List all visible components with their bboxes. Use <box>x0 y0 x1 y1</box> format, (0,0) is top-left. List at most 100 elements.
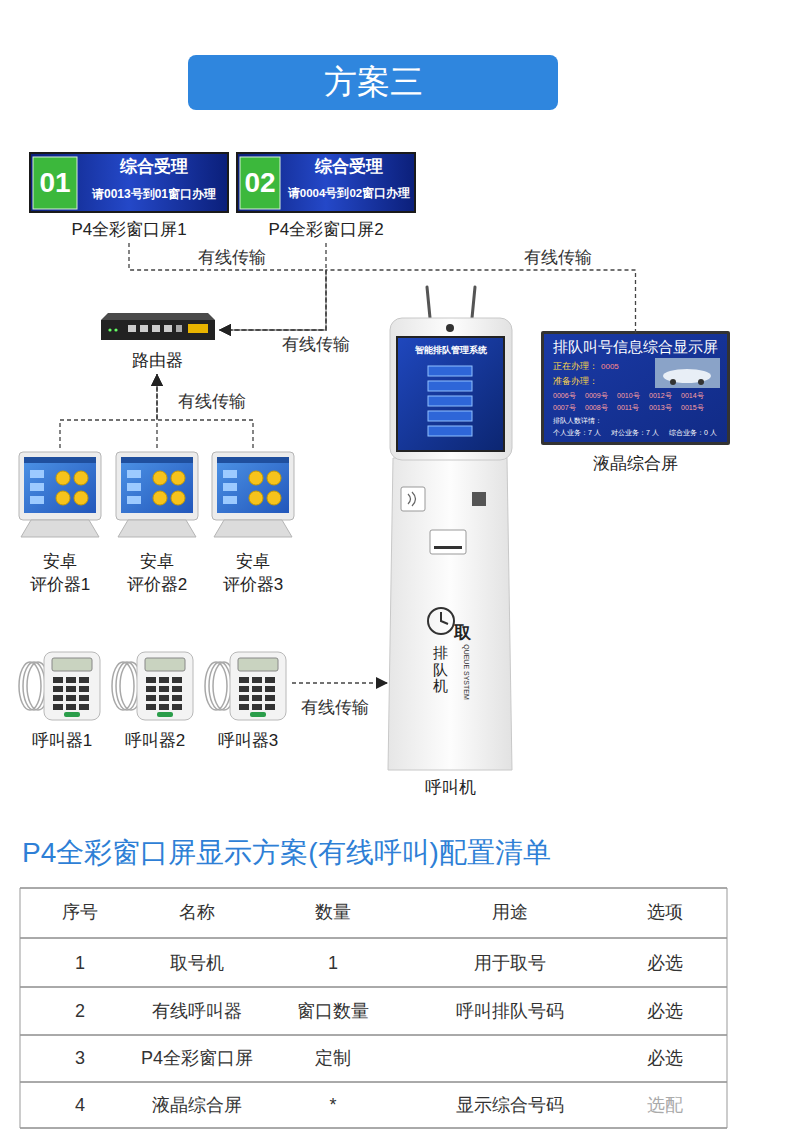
table-cell: P4全彩窗口屏 <box>141 1048 253 1070</box>
text-slot: 对公业务：7 人 <box>611 428 667 438</box>
kiosk-illustration <box>396 336 505 452</box>
node-label: 安卓 评价器2 <box>113 550 201 596</box>
node-text: 0015号 <box>681 403 713 413</box>
text-slot: 0015号 <box>681 403 713 413</box>
text-slot: 综合受理 <box>82 157 226 177</box>
table-cell: 窗口数量 <box>297 1001 369 1023</box>
kiosk-illustration <box>428 608 454 634</box>
lcd-screen-illustration <box>541 331 730 445</box>
node-text: 0012号 <box>649 391 681 401</box>
edge-label: 有线传输 <box>298 698 372 718</box>
node-text: 排队机 <box>433 645 448 695</box>
edge-label-holder: 有线传输 <box>175 392 249 412</box>
table-cell: 1 <box>328 953 338 975</box>
label-holder: 4 <box>75 1095 85 1117</box>
text-slot: 请0013号到01窗口办理 <box>82 187 226 201</box>
evaluator-tablets <box>19 452 101 537</box>
edge-label-holder: 有线传输 <box>298 698 372 718</box>
wired-connector <box>60 374 157 448</box>
table-grid <box>20 888 21 1128</box>
node-text: 排队叫号信息综合显示屏 <box>543 338 728 356</box>
text-slot: 正在办理： <box>553 361 603 372</box>
table-grid <box>20 1035 727 1036</box>
wired-connector <box>292 682 388 683</box>
node-area <box>18 648 106 722</box>
text-slot: 路由器 <box>99 350 215 372</box>
kiosk-illustration <box>472 492 486 506</box>
node-label: 液晶综合屏 <box>543 453 728 475</box>
label-holder: 用途 <box>492 902 528 924</box>
table-cell: 3 <box>75 1048 85 1070</box>
node-label: 呼叫器3 <box>204 730 292 752</box>
edge-label: 有线传输 <box>279 335 353 355</box>
kiosk-machine: 取排队机QUEUE SYSTEM呼叫机智能排队管理系统 <box>388 285 512 799</box>
lcd-overview-screen: 排队叫号信息综合显示屏正在办理：0005准备办理：0006号0009号0010号… <box>543 333 728 475</box>
text-slot: 排队机 <box>433 645 448 695</box>
kiosk-touch-screen: 智能排队管理系统 <box>398 338 503 450</box>
text-slot: 安卓 评价器1 <box>16 550 104 596</box>
node-label: 安卓 评价器1 <box>16 550 104 596</box>
router-illustration <box>152 325 160 332</box>
text-slot: 请0004号到02窗口办理 <box>285 187 413 201</box>
caller-keypads <box>19 652 100 720</box>
table-cell: * <box>329 1095 336 1117</box>
connector-group <box>60 243 636 683</box>
kiosk-illustration <box>446 324 454 332</box>
caller-keypads <box>112 652 193 720</box>
title-button <box>188 55 558 110</box>
title-button <box>188 55 558 110</box>
text-slot: 0005 <box>601 361 631 372</box>
node-text: 0011号 <box>617 403 649 413</box>
node-label: 呼叫器1 <box>18 730 106 752</box>
text-slot: 0011号 <box>617 403 649 413</box>
router-illustration <box>188 324 208 333</box>
text-slot: 0008号 <box>585 403 617 413</box>
kiosk-illustration <box>428 426 472 436</box>
table-grid <box>20 1128 727 1129</box>
node-text: 01 <box>33 157 77 209</box>
kiosk-illustration <box>427 287 430 318</box>
node-area <box>388 285 512 773</box>
label-holder: 定制 <box>315 1048 351 1070</box>
led-window-screen <box>237 153 415 212</box>
title-text: 方案三 <box>324 60 423 105</box>
table-grid <box>20 1082 727 1083</box>
kiosk-illustration <box>428 396 472 406</box>
label-holder: 1 <box>328 953 338 975</box>
node-text: 准备办理： <box>553 376 613 387</box>
text-slot: 0009号 <box>585 391 617 401</box>
text-slot: 0007号 <box>553 403 585 413</box>
router-illustration <box>164 325 172 332</box>
node-label: 安卓 评价器3 <box>209 550 297 596</box>
text-slot: 01 <box>33 157 77 209</box>
node-text: 0005 <box>601 361 631 372</box>
node-area <box>209 448 297 538</box>
router-illustration <box>101 313 215 320</box>
text-slot: 02 <box>240 157 280 209</box>
text-slot: 取 <box>454 624 476 641</box>
title-holder: 方案三 <box>188 55 558 110</box>
wired-connector <box>157 374 253 448</box>
caller-keypad: 呼叫器1 <box>18 648 106 752</box>
label-holder: 选配 <box>647 1095 683 1117</box>
text-slot: 综合受理 <box>285 157 413 177</box>
evaluator-tablets <box>19 452 294 537</box>
kiosk-illustration <box>472 287 475 318</box>
text-slot: 液晶综合屏 <box>543 453 728 475</box>
table-grid <box>20 938 727 939</box>
router-illustration <box>101 313 215 340</box>
router-device: 路由器 <box>99 312 215 372</box>
table-cell: 有线呼叫器 <box>152 1001 242 1023</box>
table-cell: 用于取号 <box>474 953 546 975</box>
text-slot: P4全彩窗口屏2 <box>237 219 415 241</box>
label-holder: 3 <box>75 1048 85 1070</box>
table-heading: P4全彩窗口屏显示方案(有线呼叫)配置清单 <box>22 836 551 870</box>
led-window-screen: 综合受理请0013号到01窗口办理P4全彩窗口屏101 <box>30 153 228 241</box>
label-holder: 必选 <box>647 1048 683 1070</box>
led-window-screen <box>240 157 280 209</box>
kiosk-illustration <box>430 530 466 554</box>
evaluator-tablet: 安卓 评价器1 <box>16 448 104 596</box>
table-cell: 选配 <box>647 1095 683 1117</box>
node-label: P4全彩窗口屏2 <box>237 219 415 241</box>
